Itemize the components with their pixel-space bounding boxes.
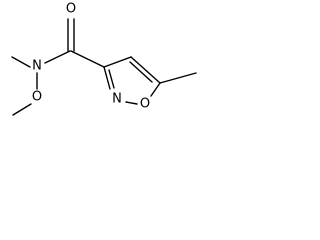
atom-methoxy-oxygen: O: [32, 90, 42, 105]
bond-ring-c3-n2: [103, 66, 111, 90]
bond-ring-c3-n2-inner: [108, 69, 115, 89]
bond-n-methyl: [11, 56, 31, 68]
bond-ring-n2-o1: [125, 101, 138, 105]
bond-ring-o1-c5: [150, 82, 161, 97]
bond-c5-methyl: [159, 72, 197, 84]
atom-ring-nitrogen: N: [112, 92, 122, 107]
bond-ring-c5-c4: [130, 56, 161, 84]
atom-ring-oxygen: O: [140, 97, 150, 112]
bond-n-carbonyl: [44, 50, 71, 64]
chemical-structure-diagram: O N O N O: [11, 2, 197, 116]
atom-carbonyl-oxygen: O: [66, 2, 76, 17]
atom-amide-nitrogen: N: [32, 59, 42, 74]
bond-carbonyl-ring: [70, 50, 105, 68]
bond-methoxy-methyl: [12, 103, 32, 116]
structure-canvas: O N O N O: [0, 0, 213, 132]
bond-ring-c4-c3: [103, 56, 132, 68]
bond-ring-c5-c4-inner: [129, 61, 153, 83]
